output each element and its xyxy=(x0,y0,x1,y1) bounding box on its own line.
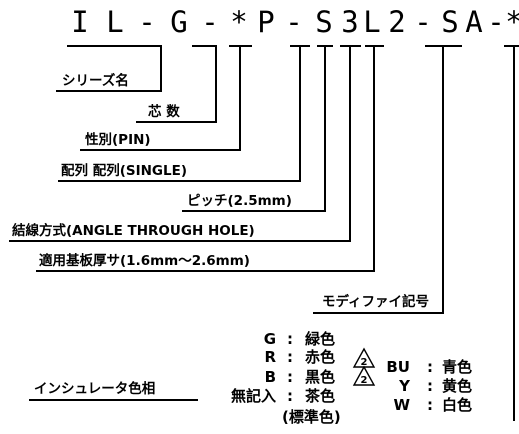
label-modifier: モディファイ記号 xyxy=(322,293,429,310)
code-char-S: S xyxy=(441,5,458,39)
label-cores: 芯 数 xyxy=(148,103,180,120)
label-pitch: ピッチ(2.5mm) xyxy=(187,193,292,209)
code-dash: - xyxy=(201,5,218,39)
leader-modifier xyxy=(313,45,444,314)
color-code-Y: Y xyxy=(398,377,411,395)
color-name-blue: 青色 xyxy=(442,358,472,376)
label-series: シリーズ名 xyxy=(62,72,129,89)
code-char-3: 3 xyxy=(341,5,358,39)
color-name-black: 黒色 xyxy=(305,368,335,386)
part-number: I L - G - * P - S 3 L 2 - S A - * xyxy=(71,5,519,39)
code-dash: - xyxy=(487,5,504,39)
revision-number: 2 xyxy=(361,357,368,368)
leader-cores xyxy=(136,45,217,123)
code-char-2: 2 xyxy=(388,5,405,39)
code-char-asterisk: * xyxy=(505,5,519,39)
color-code-BU: BU xyxy=(386,358,410,376)
code-char-P: P xyxy=(257,5,274,39)
leader-board xyxy=(36,45,375,272)
code-dash: - xyxy=(138,5,155,39)
field-labels: シリーズ名 芯 数 性別(PIN) 配列 配列(SINGLE) ピッチ(2.5m… xyxy=(12,72,429,397)
code-dash: - xyxy=(285,5,302,39)
color-sep: : xyxy=(427,358,433,376)
code-char-asterisk: * xyxy=(230,5,247,39)
color-sep: : xyxy=(287,387,293,405)
leader-lines xyxy=(9,45,515,421)
color-code-R: R xyxy=(264,348,276,366)
color-name-white: 白色 xyxy=(442,396,472,414)
code-char-I: I xyxy=(71,5,88,39)
color-name-yellow: 黄色 xyxy=(442,377,472,395)
code-char-A: A xyxy=(465,5,482,39)
label-gender: 性別(PIN) xyxy=(85,131,151,148)
label-insulator: インシュレータ色相 xyxy=(34,380,155,397)
code-dash: - xyxy=(414,5,431,39)
leader-series xyxy=(56,45,162,92)
color-code-B: B xyxy=(265,368,276,386)
code-char-L: L xyxy=(363,5,380,39)
color-table-left: G : 緑色 R : 赤色 B : 黒色 無記入 : 茶色 (標準色) xyxy=(231,330,341,426)
label-connection: 結線方式(ANGLE THROUGH HOLE) xyxy=(12,222,255,239)
leader-connection xyxy=(9,45,351,242)
color-code-none: 無記入 xyxy=(231,387,276,405)
color-table-right: BU : 青色 Y : 黄色 W : 白色 xyxy=(386,358,472,414)
color-name-red: 赤色 xyxy=(305,348,335,366)
color-sep: : xyxy=(287,368,293,386)
color-sep: : xyxy=(287,348,293,366)
color-sep: : xyxy=(287,330,293,348)
code-char-S: S xyxy=(315,5,332,39)
color-name-green: 緑色 xyxy=(305,330,335,348)
leader-arrangement xyxy=(58,45,301,182)
code-char-L: L xyxy=(106,5,123,39)
label-arrangement: 配列 配列(SINGLE) xyxy=(61,162,187,179)
color-sep: : xyxy=(427,396,433,414)
color-code-W: W xyxy=(393,396,410,414)
label-board: 適用基板厚サ(1.6mm～2.6mm) xyxy=(39,252,250,269)
revision-triangle-icon: 2 xyxy=(352,347,376,368)
code-char-G: G xyxy=(170,5,187,39)
standard-color-note: (標準色) xyxy=(282,408,341,426)
revision-triangle-icon: 2 xyxy=(352,365,376,386)
leader-gender xyxy=(80,45,241,151)
leader-pitch xyxy=(182,45,326,212)
color-sep: : xyxy=(427,377,433,395)
revision-number: 2 xyxy=(361,375,368,386)
revision-marks: 2 2 xyxy=(352,347,376,386)
color-name-brown: 茶色 xyxy=(305,387,335,405)
color-code-G: G xyxy=(264,330,276,348)
